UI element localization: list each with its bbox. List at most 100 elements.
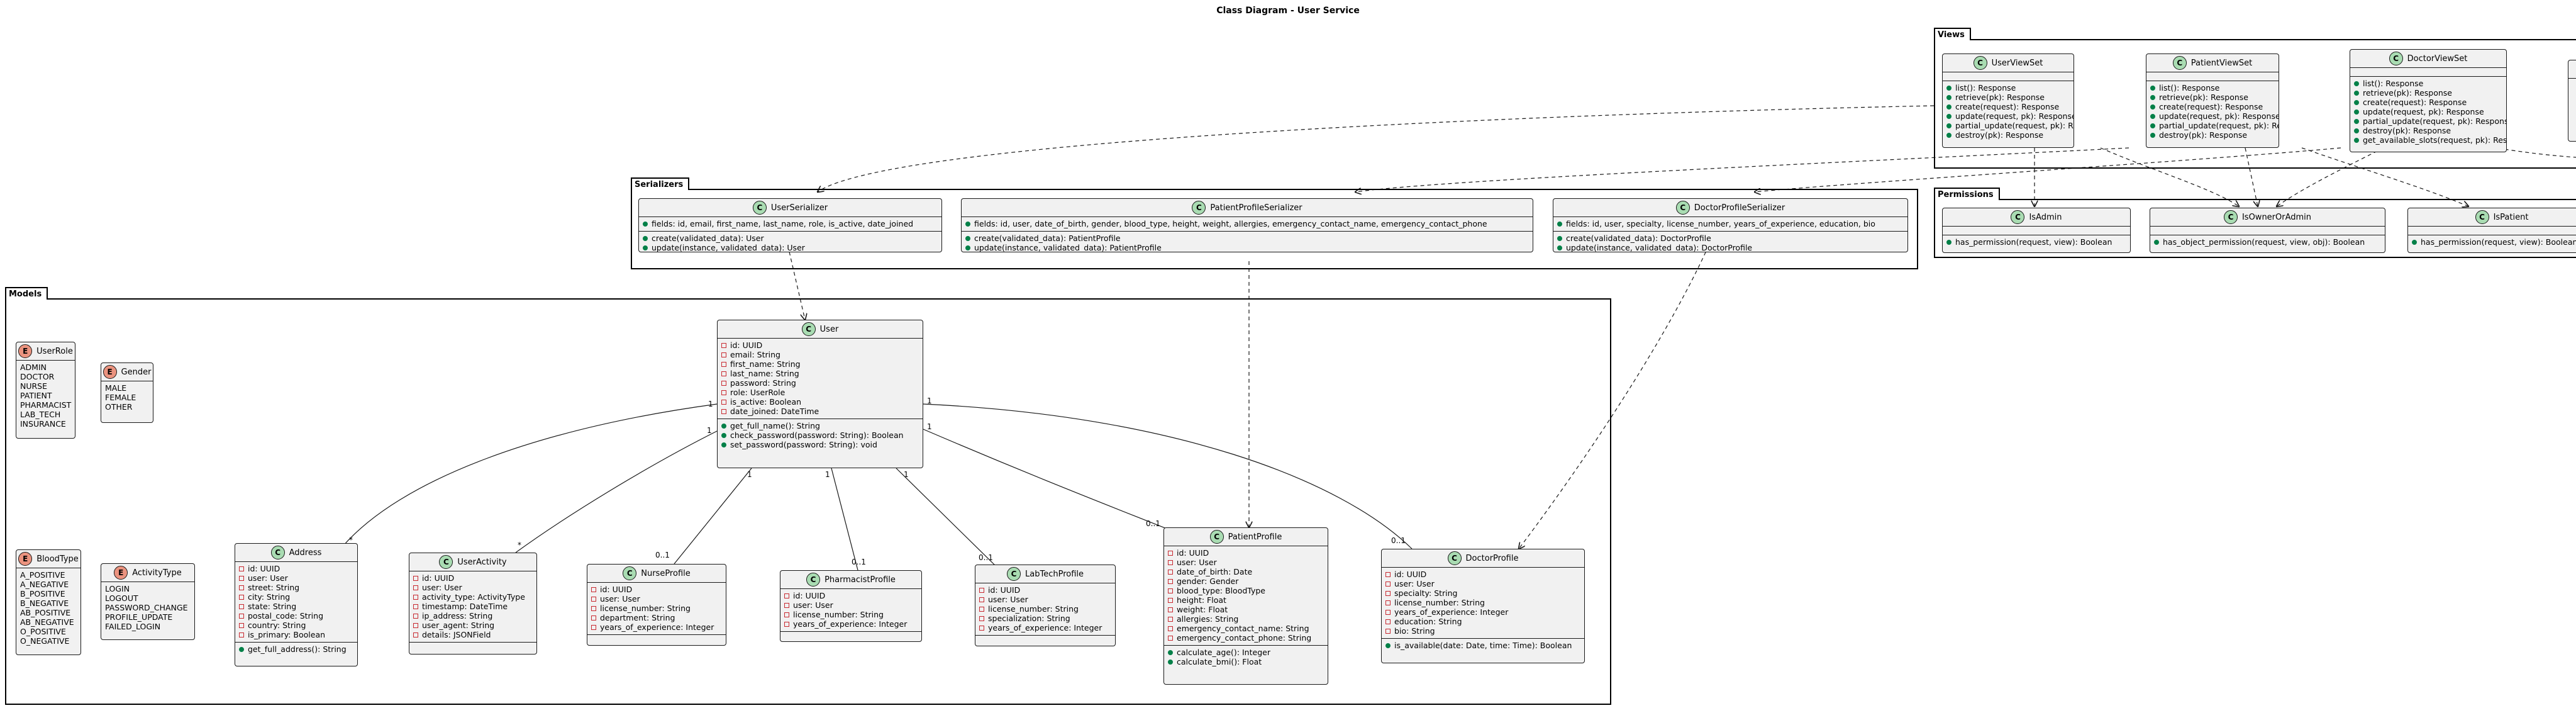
values-section: LOGIN LOGOUT PASSWORD_CHANGE PROFILE_UPD…: [101, 582, 194, 634]
method: calculate_bmi(): Float: [1177, 657, 1262, 666]
mult-user-labtech-user: 1: [904, 470, 909, 479]
fields-section: id: UUID user: User specialty: String li…: [1382, 567, 1584, 638]
field: timestamp: DateTime: [422, 602, 508, 611]
values-section: ADMIN DOCTOR NURSE PATIENT PHARMACIST LA…: [16, 360, 75, 431]
methods-section: has_object_permission(request, view, obj…: [2150, 235, 2385, 249]
class-name: PharmacistProfile: [824, 575, 896, 585]
public-icon: [2150, 123, 2155, 128]
class-name: UserSerializer: [770, 203, 828, 213]
public-icon: [1946, 94, 1951, 100]
private-icon: [784, 602, 789, 608]
class-name: DoctorViewSet: [2407, 53, 2468, 64]
class-name: NurseProfile: [641, 568, 691, 578]
field: first_name: String: [730, 359, 801, 369]
enum-value: O_NEGATIVE: [20, 636, 70, 646]
public-icon: [2354, 118, 2359, 124]
class-name: IsOwnerOrAdmin: [2241, 212, 2312, 222]
mult-user-useractivity-activity: *: [518, 541, 521, 549]
fields-section: id: UUID user: User license_number: Stri…: [780, 588, 921, 631]
field: specialty: String: [1394, 588, 1458, 598]
method: update(instance, validated_data): User: [652, 243, 805, 252]
public-icon: [1946, 85, 1951, 91]
enum-badge-icon: E: [103, 365, 117, 379]
mult-user-patient-user: 1: [927, 422, 932, 431]
method: create(request): Response: [2159, 102, 2263, 111]
private-icon: [413, 604, 418, 609]
method: destroy(pk): Response: [2159, 130, 2248, 140]
field: license_number: String: [988, 604, 1079, 614]
enum-value: PROFILE_UPDATE: [105, 612, 173, 622]
class-name: IsPatient: [2493, 212, 2529, 222]
private-icon: [1168, 559, 1173, 565]
field: date_joined: DateTime: [730, 407, 819, 416]
methods-section: list(): Response retrieve(pk): Response …: [1943, 81, 2074, 142]
fields-section: [2568, 78, 2576, 87]
fields-section: [2350, 67, 2506, 76]
methods-section: get_full_name(): String check_password(p…: [718, 419, 923, 452]
field: id: UUID: [730, 340, 763, 350]
field: id: UUID: [793, 591, 826, 600]
field: education: String: [1394, 617, 1462, 626]
method: partial_update(request, pk): Response: [1955, 121, 2074, 130]
fields-section: [2146, 72, 2279, 81]
private-icon: [1168, 616, 1173, 622]
private-icon: [721, 371, 726, 376]
method: has_permission(request, view): Boolean: [1955, 237, 2112, 247]
mult-user-doctor-doctor: 0..1: [1391, 536, 1406, 545]
class-name: User: [819, 324, 839, 334]
enum-value: NURSE: [20, 381, 48, 391]
private-icon: [721, 342, 726, 348]
private-icon: [239, 575, 244, 581]
mult-user-labtech-labtech: 0..1: [979, 553, 993, 562]
methods-section: create(validated_data): User update(inst…: [639, 231, 941, 252]
public-icon: [2150, 132, 2155, 138]
private-icon: [239, 632, 244, 638]
public-icon: [239, 646, 244, 652]
public-icon: [1946, 104, 1951, 110]
method: create(validated_data): DoctorProfile: [1566, 233, 1711, 243]
public-icon: [965, 221, 970, 227]
field: id: UUID: [600, 585, 633, 594]
private-icon: [413, 622, 418, 628]
enum-value: A_NEGATIVE: [20, 580, 69, 589]
method: calculate_age(): Integer: [1177, 648, 1270, 657]
class-badge-icon: C: [2389, 52, 2403, 65]
mult-user-nurse-nurse: 0..1: [655, 551, 670, 559]
models-package: Models: [5, 287, 1611, 705]
fields-section: id: UUID user: User street: String city:…: [235, 561, 357, 642]
class-badge-icon: C: [2172, 56, 2187, 70]
public-icon: [643, 245, 648, 250]
private-icon: [1385, 609, 1391, 615]
methods-section: has_permission(request, view): Boolean: [1943, 235, 2130, 249]
dependency-patientviewset-patientserializer: [1355, 147, 2129, 192]
methods-section: create(validated_data): DoctorProfile up…: [1553, 231, 1907, 252]
public-icon: [2354, 99, 2359, 105]
field: details: JSONField: [422, 630, 491, 639]
enum-value: PATIENT: [20, 391, 52, 400]
class-partial-offscreen[interactable]: [2568, 60, 2576, 142]
fields-section: [1943, 226, 2130, 235]
fields-section: id: UUID user: User license_number: Stri…: [975, 583, 1115, 635]
private-icon: [721, 352, 726, 357]
